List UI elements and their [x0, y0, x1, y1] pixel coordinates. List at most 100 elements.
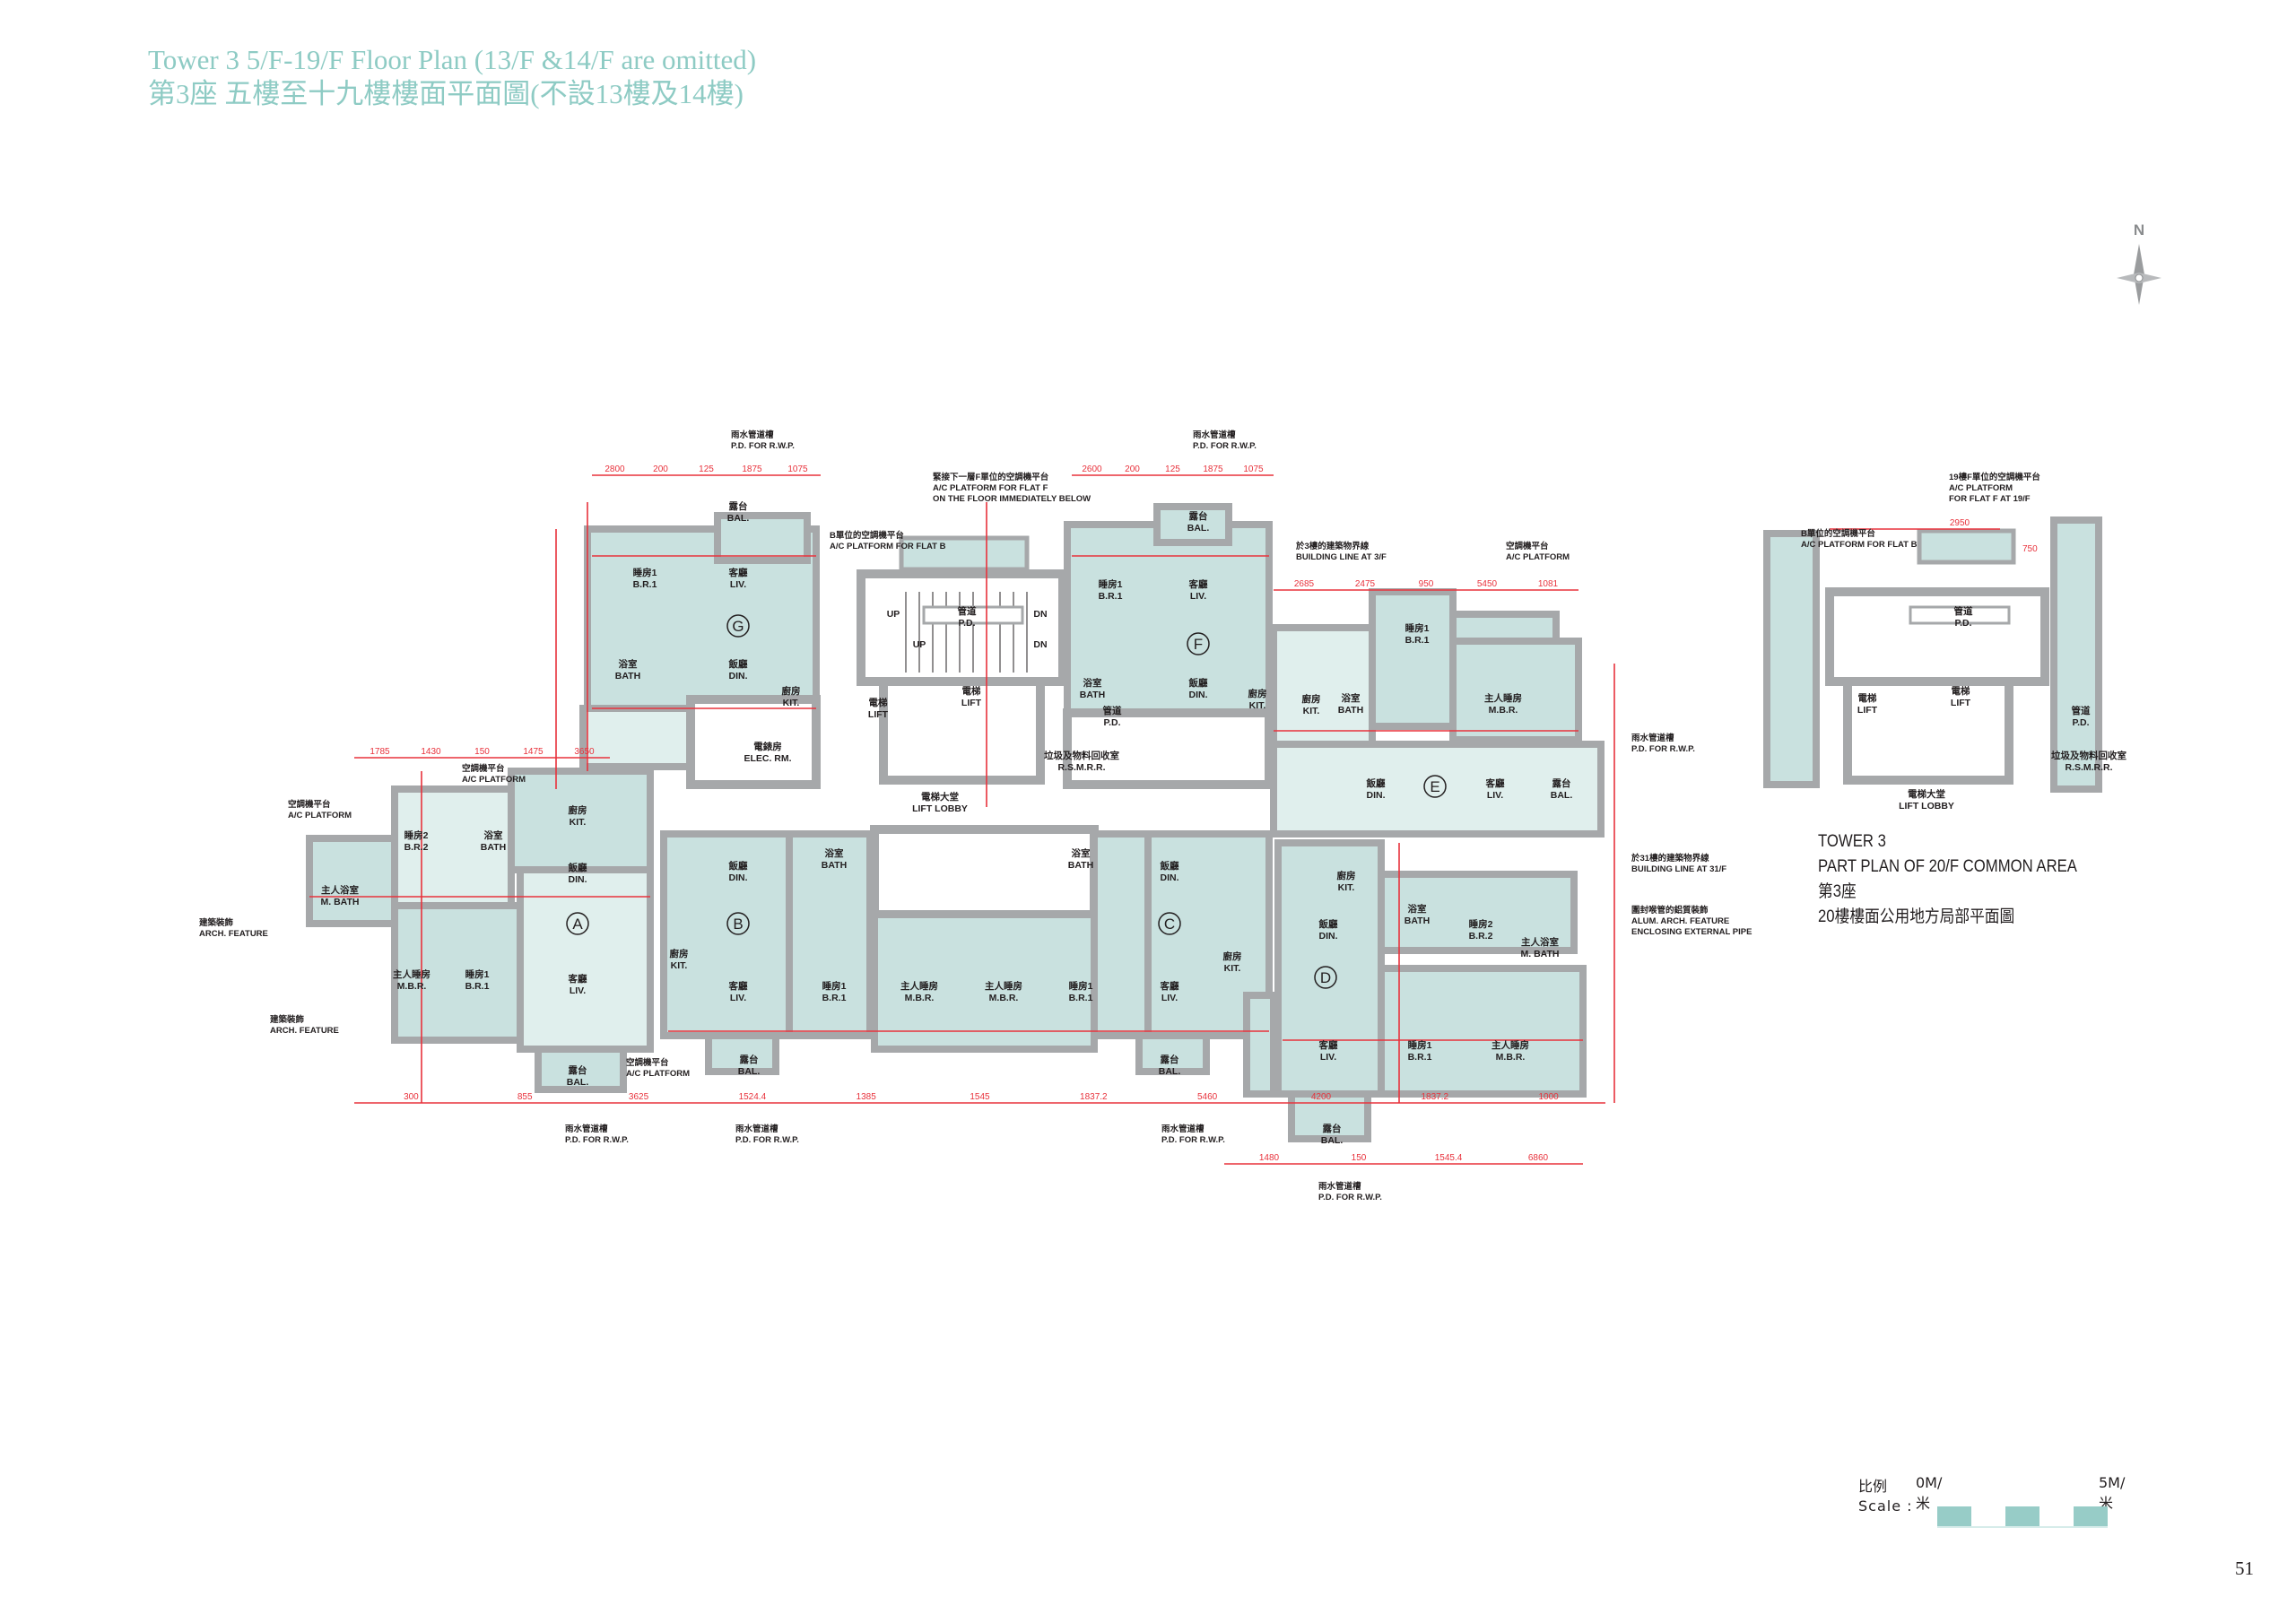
- room-label-zh: 客廳: [1485, 777, 1506, 789]
- title-en: Tower 3 5/F-19/F Floor Plan (13/F &14/F …: [148, 44, 757, 75]
- dimension-label: 1075: [1243, 464, 1264, 474]
- dimension-label: 1075: [787, 464, 808, 474]
- part-room-zh: 管道: [2072, 705, 2092, 716]
- core-room-zh: 電梯: [869, 697, 888, 708]
- part-room-en: P.D.: [1954, 618, 1971, 629]
- room-label-en: B.R.1: [633, 579, 657, 590]
- annotation-en: A/C PLATFORM FOR FLAT B: [830, 542, 946, 551]
- room-label-zh: 客廳: [728, 980, 748, 992]
- unit-label: C: [1164, 916, 1175, 933]
- annotation-zh: 圍封喉管的鋁質裝飾: [1631, 905, 1709, 916]
- unit-F-outline: [1063, 503, 1274, 789]
- room-label-en: KIT.: [1338, 882, 1355, 893]
- annotation-en: A/C PLATFORM: [626, 1069, 690, 1079]
- part-room-en: P.D.: [2072, 717, 2089, 728]
- room-label-zh: 廚房: [1223, 950, 1242, 962]
- room-label-zh: 浴室: [825, 847, 844, 859]
- room-label-zh: 露台: [1552, 777, 1571, 789]
- room-label-zh: 主人睡房: [393, 968, 430, 980]
- unit-B-outline: [660, 830, 874, 1075]
- dimension-label: 1475: [523, 747, 544, 757]
- room-label-en: DIN.: [569, 874, 587, 885]
- annotation-zh: 緊接下一層F單位的空調機平台: [933, 472, 1049, 482]
- annotation-en: P.D. FOR R.W.P.: [731, 441, 795, 451]
- room-label-en: DIN.: [1161, 872, 1179, 883]
- room-label-en: BAL.: [1159, 1066, 1181, 1077]
- room-label-en: BAL.: [738, 1066, 761, 1077]
- dimension-label: 1385: [857, 1092, 877, 1102]
- room-label-zh: 浴室: [1342, 692, 1361, 704]
- room-label-zh: 客廳: [568, 973, 587, 985]
- dimension-label: 2600: [1082, 464, 1102, 474]
- room-label-zh: 睡房1: [633, 567, 657, 578]
- core-room-en: LIFT: [961, 698, 982, 708]
- room-label-en: LIV.: [1161, 993, 1178, 1003]
- dimension-label: 855: [517, 1092, 533, 1102]
- dimension-label: 125: [699, 464, 714, 474]
- room-label-en: B.R.1: [465, 981, 490, 992]
- room-label-en: M.B.R.: [1489, 705, 1518, 716]
- annotation-en: P.D. FOR R.W.P.: [1631, 744, 1695, 754]
- unit-marker-circle: [726, 912, 750, 935]
- dimension-label: 200: [653, 464, 668, 474]
- dimension-label: 3625: [629, 1092, 649, 1102]
- annotation-zh: 雨水管道槽: [565, 1124, 608, 1134]
- room-label-zh: 露台: [729, 500, 748, 512]
- unit-C-outline: [1091, 830, 1273, 1075]
- room-label-zh: 睡房1: [1405, 622, 1430, 634]
- dimension-label: 125: [1165, 464, 1180, 474]
- stair-direction-label: DN: [1033, 609, 1047, 620]
- room-label-zh: 電錶房: [753, 741, 782, 752]
- room-label-en: LIV.: [1190, 591, 1206, 602]
- room-label-zh: 客廳: [1188, 578, 1209, 590]
- room-label-en: B.R.2: [404, 842, 429, 853]
- unit-label: G: [732, 618, 744, 635]
- unit-marker-circle: [726, 614, 750, 638]
- room-label-en: DIN.: [1367, 790, 1386, 801]
- room-label-zh: 客廳: [1160, 980, 1180, 992]
- dimension-label: 950: [1419, 579, 1434, 589]
- room-label-zh: 睡房1: [1099, 578, 1123, 590]
- annotation-zh: 建築裝飾: [198, 917, 234, 928]
- part-room-zh: 電梯: [1858, 692, 1878, 704]
- annotation-en: BUILDING LINE AT 3/F: [1296, 552, 1387, 562]
- part-room-en: LIFT: [1857, 705, 1878, 716]
- room-label-en: BAL.: [1321, 1135, 1344, 1146]
- annotation-en-line2: ENCLOSING EXTERNAL PIPE: [1631, 927, 1752, 937]
- core-outline: [857, 535, 1067, 785]
- room-label-zh: 睡房1: [1069, 980, 1093, 992]
- dimension-label: 300: [404, 1092, 419, 1102]
- core-room-en: P.D.: [1103, 717, 1120, 728]
- title-zh: 第3座 五樓至十九樓樓面平面圖(不設13樓及14樓): [148, 78, 744, 109]
- room-label-en: BATH: [1338, 705, 1363, 716]
- room-label-en: B.R.1: [1408, 1052, 1432, 1063]
- core-room-en: P.D.: [958, 618, 975, 629]
- unit-marker-circle: [1158, 912, 1181, 935]
- annotation-en: A/C PLATFORM FOR FLAT F: [933, 483, 1048, 493]
- annotation-en: A/C PLATFORM: [1506, 552, 1570, 562]
- part-callout-zh: B單位的空調機平台: [1801, 528, 1875, 539]
- page-number: 51: [2235, 1558, 2254, 1579]
- unit-G-outline: [579, 512, 821, 789]
- room-label-en: BATH: [822, 860, 847, 871]
- room-label-zh: 主人睡房: [900, 980, 938, 992]
- part-callout-zh: 19樓F單位的空調機平台: [1949, 472, 2040, 482]
- caption-line: 第3座: [1818, 882, 1857, 901]
- room-label-zh: 廚房: [782, 685, 801, 697]
- part-room-en: LIFT: [1951, 698, 1971, 708]
- annotation-en: ARCH. FEATURE: [199, 929, 268, 939]
- annotation-en: P.D. FOR R.W.P.: [735, 1135, 799, 1145]
- room-label-en: M.B.R.: [905, 993, 935, 1003]
- dimension-label: 2800: [604, 464, 625, 474]
- stair-direction-label: UP: [913, 639, 926, 650]
- north-label: N: [2134, 221, 2144, 239]
- scale-label-en: Scale :: [1858, 1497, 1913, 1515]
- annotation-en: ARCH. FEATURE: [270, 1026, 339, 1036]
- core-room-zh: 管道: [1103, 705, 1123, 716]
- room-label-zh: 廚房: [1337, 870, 1356, 881]
- room-label-en: B.R.1: [1069, 993, 1093, 1003]
- room-label-zh: 浴室: [619, 658, 638, 670]
- room-label-en: BATH: [1068, 860, 1093, 871]
- unit-marker-circle: [1423, 775, 1447, 798]
